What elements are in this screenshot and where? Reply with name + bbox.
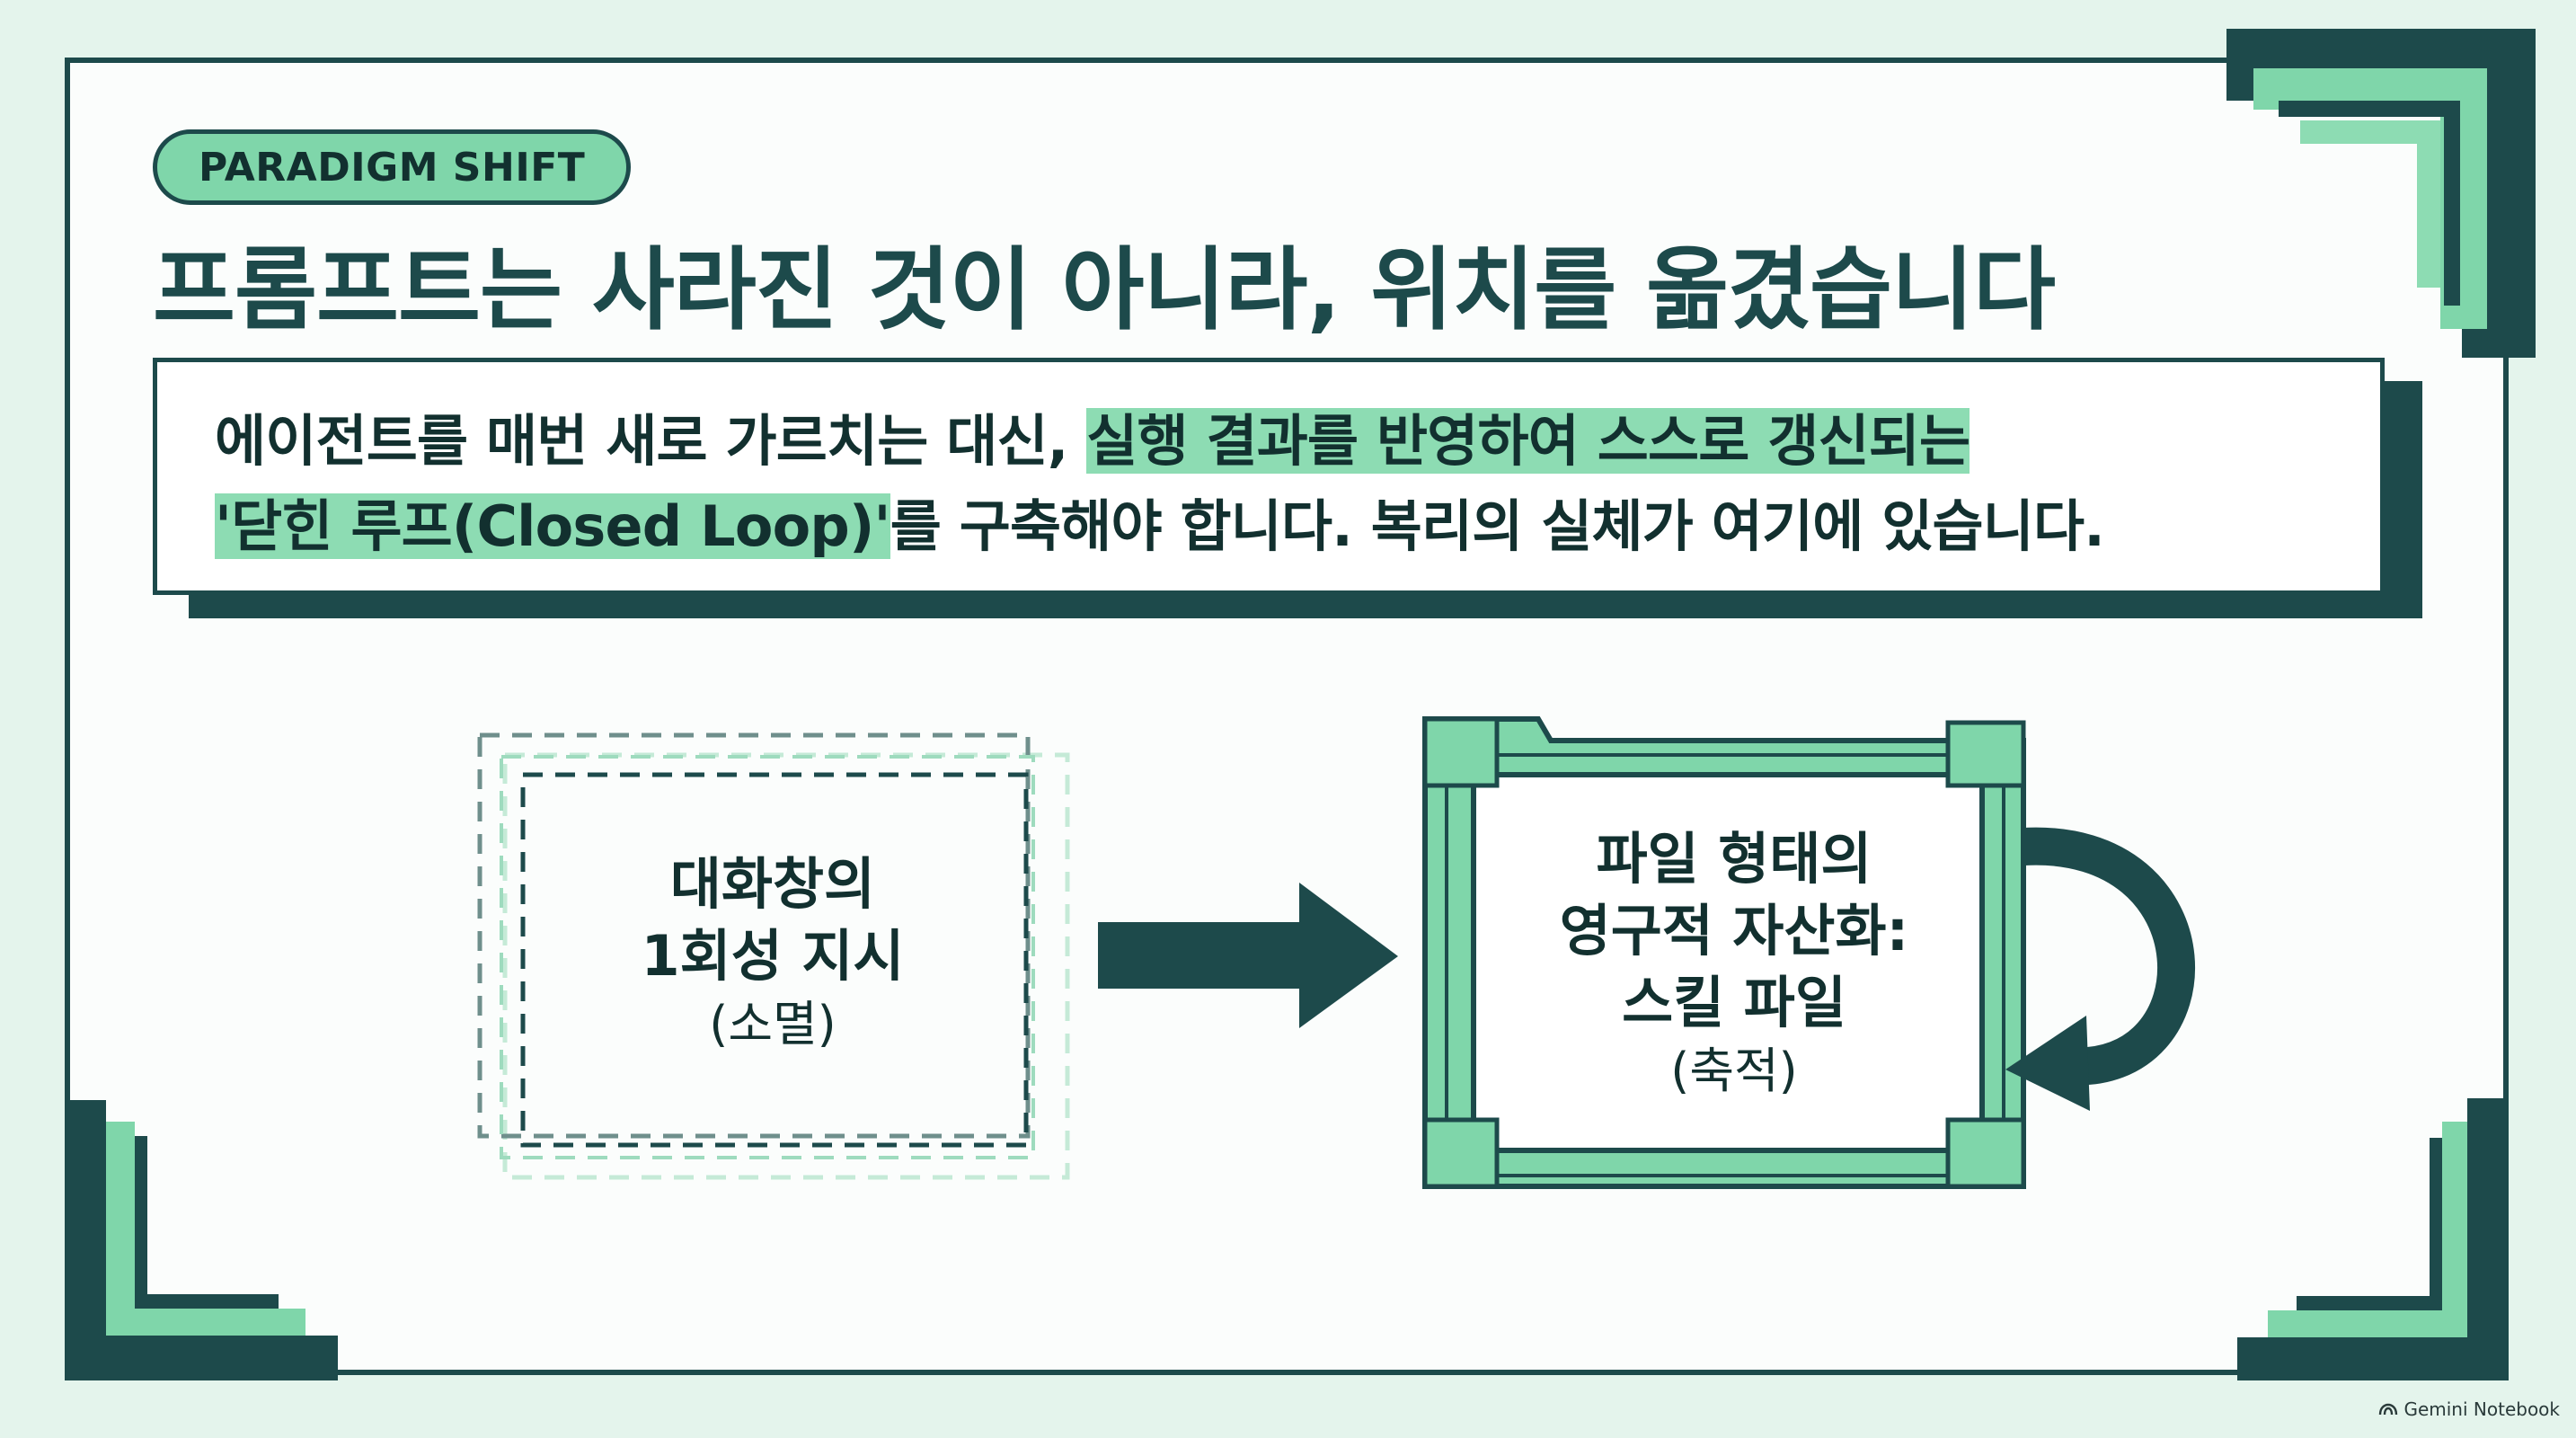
skill-file-box-graphic [1422,716,2026,1189]
brand-text: Gemini Notebook [2403,1398,2560,1420]
left-box-line-1: 대화창의 [669,851,876,917]
callout-box: 에이전트를 매번 새로 가르치는 대신, 실행 결과를 반영하여 스스로 갱신되… [153,358,2385,595]
callout-line-2-highlight: '닫힌 루프(Closed Loop)' [215,493,891,559]
left-box-line-2: 1회성 지시 [641,923,905,989]
left-box-sub: (소멸) [709,996,837,1052]
slide-frame [65,58,2509,1375]
skill-file-label: 파일 형태의 영구적 자산화: 스킬 파일 (축적) [1474,823,1995,1104]
callout-line-1-highlight: 실행 결과를 반영하여 스스로 갱신되는 [1086,408,1970,474]
page-title: 프롬프트는 사라진 것이 아니라, 위치를 옮겼습니다 [153,237,2056,342]
loop-arrow-icon [2005,827,2196,1111]
ephemeral-instruction-label: 대화창의 1회성 지시 (소멸) [485,848,1060,1057]
right-box-sub: (축적) [1670,1043,1798,1099]
arrow-right-icon [1098,883,1398,1028]
callout-line-2-text: 를 구축해야 합니다. 복리의 실체가 여기에 있습니다. [890,493,2105,559]
right-box-line-1: 파일 형태의 [1596,826,1872,892]
right-box-line-2: 영구적 자산화: [1559,898,1909,963]
gemini-logo-icon [2379,1403,2398,1416]
callout-line-2: '닫힌 루프(Closed Loop)'를 구축해야 합니다. 복리의 실체가 … [215,484,2326,569]
section-badge: PARADIGM SHIFT [153,129,632,205]
brand-watermark: Gemini Notebook [2378,1398,2560,1420]
ephemeral-box-graphic [477,732,1070,1180]
callout-line-1: 에이전트를 매번 새로 가르치는 대신, 실행 결과를 반영하여 스스로 갱신되… [215,398,2326,484]
right-box-line-3: 스킬 파일 [1622,970,1846,1035]
callout-line-1-text: 에이전트를 매번 새로 가르치는 대신, [215,408,1087,474]
